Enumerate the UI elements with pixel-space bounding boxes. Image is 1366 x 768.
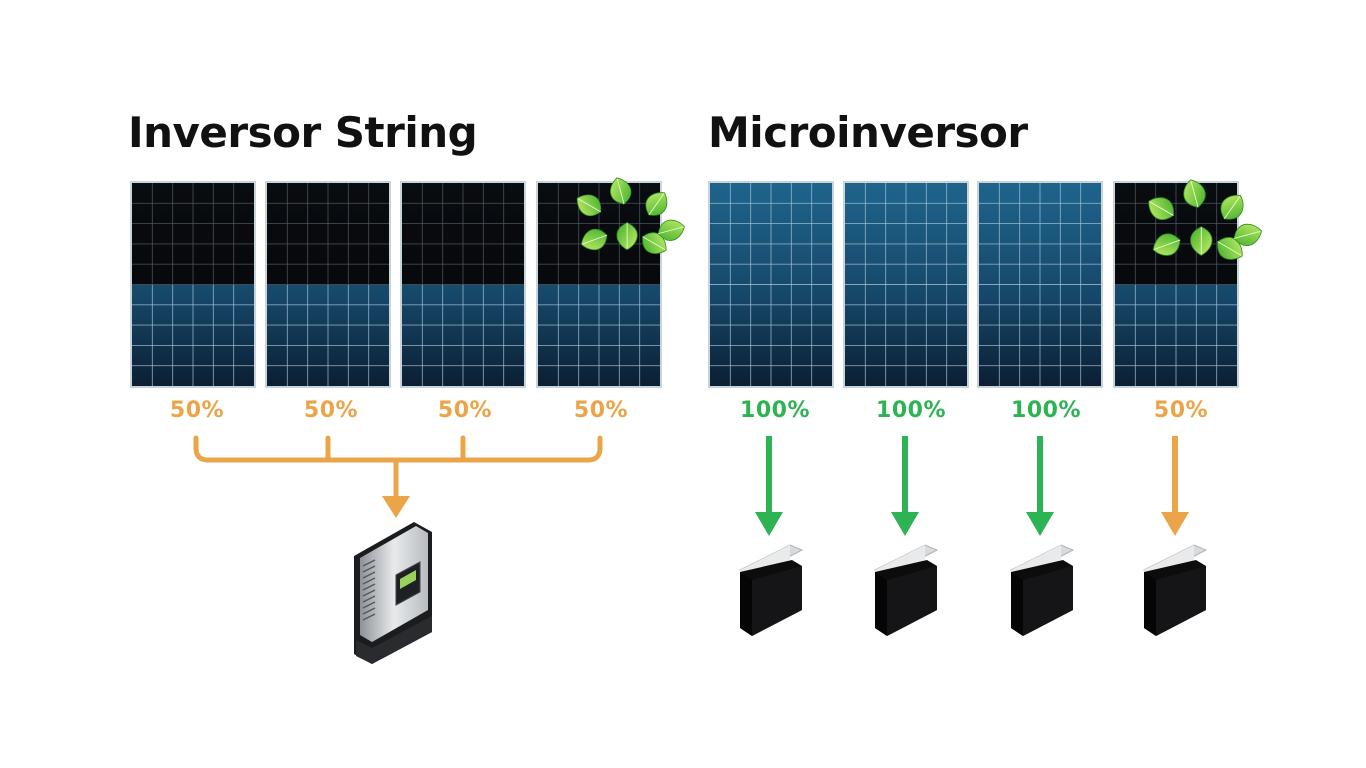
string-panel-2-output: 50%	[303, 398, 359, 423]
panel-shade-overlay	[1115, 183, 1237, 285]
micro-panel-2-output: 100%	[876, 398, 946, 423]
micro-panel-3	[977, 181, 1103, 388]
microinverter-icon	[873, 544, 939, 636]
string-panel-3	[400, 181, 526, 388]
string-inverter-icon	[354, 522, 432, 664]
string-inverter-title: Inversor String	[128, 108, 478, 157]
string-panel-1	[130, 181, 256, 388]
string-panel-3-output: 50%	[437, 398, 493, 423]
string-panel-2	[265, 181, 391, 388]
micro-panel-1-output: 100%	[740, 398, 810, 423]
microinverter-icon	[1142, 544, 1208, 636]
string-arrow-head	[382, 496, 410, 518]
micro-panel-2	[843, 181, 969, 388]
micro-arrow-head	[755, 512, 783, 536]
micro-panel-4	[1113, 181, 1239, 388]
micro-arrow-head	[1026, 512, 1054, 536]
microinverter-icon	[738, 544, 804, 636]
micro-panel-4-output: 50%	[1153, 398, 1209, 423]
microinverter-icon	[1009, 544, 1075, 636]
string-panel-4-output: 50%	[573, 398, 629, 423]
panel-shade-overlay	[267, 183, 389, 285]
micro-panel-1	[708, 181, 834, 388]
microinverter-title: Microinversor	[708, 108, 1028, 157]
string-panel-1-output: 50%	[169, 398, 225, 423]
panel-shade-overlay	[132, 183, 254, 285]
panel-shade-overlay	[402, 183, 524, 285]
micro-arrow-head	[891, 512, 919, 536]
micro-panel-3-output: 100%	[1011, 398, 1081, 423]
micro-arrow-head	[1161, 512, 1189, 536]
string-bus-wire	[193, 435, 603, 463]
